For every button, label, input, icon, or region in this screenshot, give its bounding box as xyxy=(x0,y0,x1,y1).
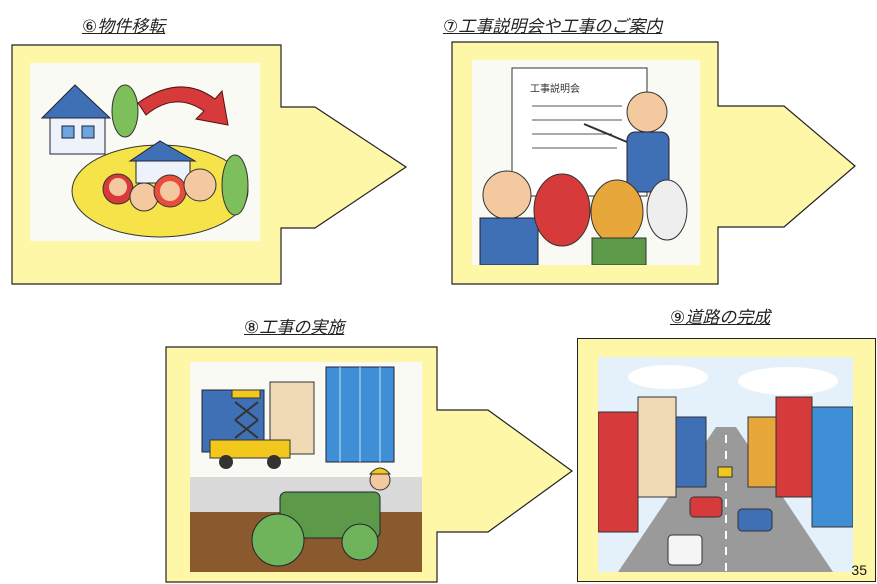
step-6-title: ⑥物件移転 xyxy=(82,17,166,37)
step-9-illustration xyxy=(598,357,853,572)
step-9-title: ⑨道路の完成 xyxy=(670,308,771,328)
construction-work-icon xyxy=(190,362,422,572)
step-7-title: ⑦工事説明会や工事のご案内 xyxy=(443,17,663,37)
presentation-meeting-icon xyxy=(472,60,700,265)
step-6-illustration xyxy=(30,63,260,241)
step-8-title: ⑧工事の実施 xyxy=(244,318,345,338)
step-7-illustration: 工事説明会 xyxy=(472,60,700,265)
house-moving-icon xyxy=(30,63,260,241)
whiteboard-text: 工事説明会 xyxy=(530,84,580,95)
step-8-illustration xyxy=(190,362,422,572)
completed-road-icon xyxy=(598,357,853,572)
page-number: 35 xyxy=(851,562,867,578)
